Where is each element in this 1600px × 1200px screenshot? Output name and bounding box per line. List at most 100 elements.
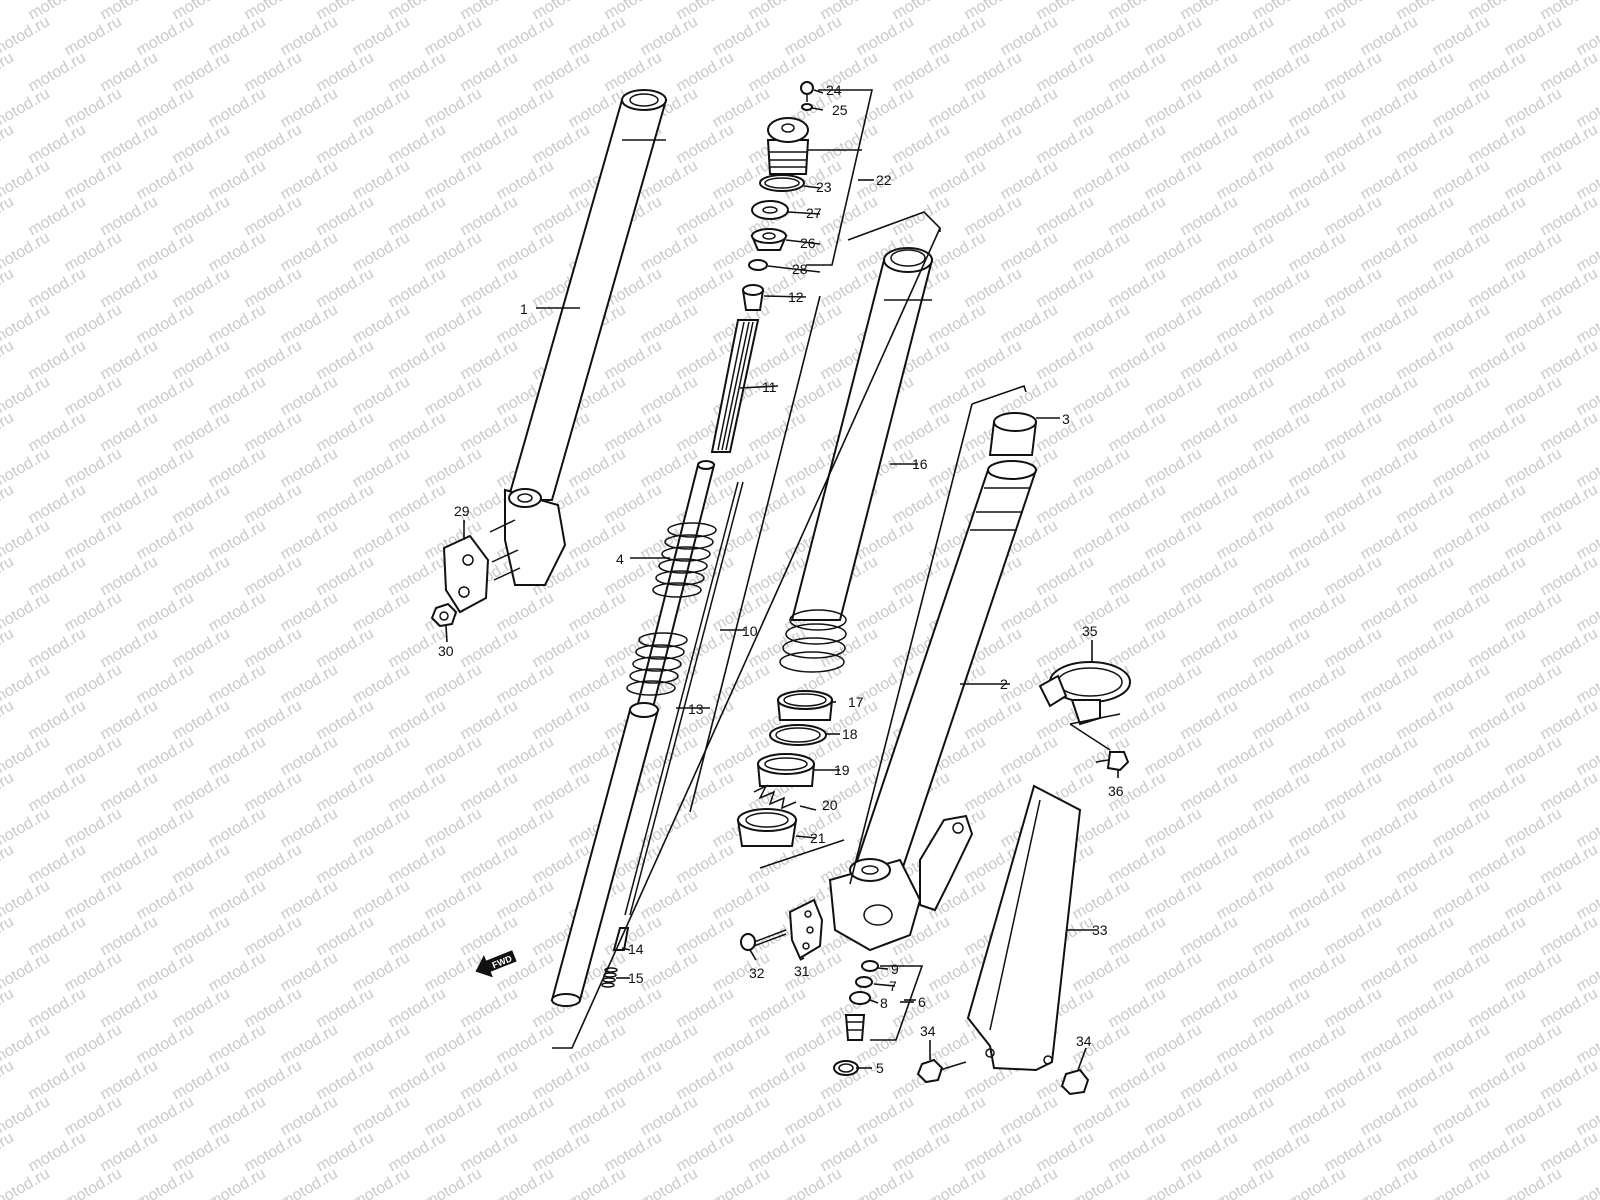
watermark-text: motod.ru: [1070, 1093, 1133, 1139]
watermark-text: motod.ru: [1466, 769, 1529, 815]
watermark-text: motod.ru: [1430, 445, 1493, 491]
watermark-text: motod.ru: [1250, 697, 1313, 743]
watermark-text: motod.ru: [206, 229, 269, 275]
watermark-text: motod.ru: [1502, 661, 1565, 707]
watermark-text: motod.ru: [1034, 121, 1097, 167]
watermark-text: motod.ru: [206, 85, 269, 131]
watermark-text: motod.ru: [782, 949, 845, 995]
watermark-text: motod.ru: [566, 1165, 629, 1200]
watermark-text: motod.ru: [206, 733, 269, 779]
watermark-text: motod.ru: [1538, 193, 1600, 239]
watermark-text: motod.ru: [1250, 193, 1313, 239]
watermark-text: motod.ru: [1142, 661, 1205, 707]
watermark-text: motod.ru: [26, 769, 89, 815]
watermark-text: motod.ru: [1286, 1165, 1349, 1200]
watermark-text: motod.ru: [926, 301, 989, 347]
watermark-text: motod.ru: [386, 553, 449, 599]
watermark-text: motod.ru: [0, 1057, 17, 1103]
watermark-text: motod.ru: [1430, 805, 1493, 851]
part-17-bushing: [776, 690, 834, 721]
watermark-text: motod.ru: [0, 481, 17, 527]
watermark-text: motod.ru: [422, 1093, 485, 1139]
watermark-text: motod.ru: [1394, 841, 1457, 887]
watermark-text: motod.ru: [62, 373, 125, 419]
watermark-text: motod.ru: [386, 49, 449, 95]
watermark-text: motod.ru: [350, 373, 413, 419]
watermark-text: motod.ru: [746, 49, 809, 95]
watermark-text: motod.ru: [854, 589, 917, 635]
watermark-text: motod.ru: [1538, 553, 1600, 599]
watermark-text: motod.ru: [134, 1021, 197, 1067]
watermark-text: motod.ru: [98, 265, 161, 311]
watermark-text: motod.ru: [1502, 157, 1565, 203]
watermark-text: motod.ru: [242, 49, 305, 95]
watermark-text: motod.ru: [386, 985, 449, 1031]
watermark-text: motod.ru: [386, 1129, 449, 1175]
watermark-text: motod.ru: [314, 481, 377, 527]
watermark-text: motod.ru: [1106, 1057, 1169, 1103]
watermark-text: motod.ru: [422, 805, 485, 851]
watermark-text: motod.ru: [242, 697, 305, 743]
watermark-text: motod.ru: [1142, 13, 1205, 59]
watermark-text: motod.ru: [242, 265, 305, 311]
watermark-text: motod.ru: [1502, 1021, 1565, 1067]
callout-8: 8: [880, 995, 888, 1011]
watermark-text: motod.ru: [1394, 697, 1457, 743]
watermark-text: motod.ru: [1358, 229, 1421, 275]
watermark-text: motod.ru: [1250, 409, 1313, 455]
watermark-text: motod.ru: [1538, 49, 1600, 95]
watermark-text: motod.ru: [494, 877, 557, 923]
watermark-text: motod.ru: [98, 769, 161, 815]
watermark-text: motod.ru: [350, 445, 413, 491]
watermark-text: motod.ru: [1178, 121, 1241, 167]
watermark-text: motod.ru: [1322, 913, 1385, 959]
watermark-text: motod.ru: [458, 769, 521, 815]
watermark-text: motod.ru: [458, 193, 521, 239]
watermark-text: motod.ru: [26, 265, 89, 311]
watermark-text: motod.ru: [350, 85, 413, 131]
watermark-text: motod.ru: [1142, 301, 1205, 347]
watermark-text: motod.ru: [818, 1129, 881, 1175]
watermark-text: motod.ru: [1106, 553, 1169, 599]
watermark-text: motod.ru: [1394, 481, 1457, 527]
watermark-text: motod.ru: [1394, 985, 1457, 1031]
watermark-text: motod.ru: [1538, 1129, 1600, 1175]
watermark-text: motod.ru: [1142, 517, 1205, 563]
watermark-text: motod.ru: [1142, 229, 1205, 275]
watermark-text: motod.ru: [494, 1021, 557, 1067]
watermark-text: motod.ru: [1178, 409, 1241, 455]
watermark-text: motod.ru: [170, 913, 233, 959]
watermark-text: motod.ru: [1358, 733, 1421, 779]
watermark-text: motod.ru: [1034, 553, 1097, 599]
watermark-text: motod.ru: [1430, 157, 1493, 203]
watermark-text: motod.ru: [1538, 625, 1600, 671]
callout-13: 13: [688, 701, 704, 717]
callout-25: 25: [832, 102, 848, 118]
watermark-text: motod.ru: [1106, 697, 1169, 743]
watermark-text: motod.ru: [1322, 1129, 1385, 1175]
watermark-text: motod.ru: [278, 661, 341, 707]
watermark-text: motod.ru: [494, 157, 557, 203]
watermark-text: motod.ru: [278, 733, 341, 779]
watermark-text: motod.ru: [926, 85, 989, 131]
watermark-text: motod.ru: [1538, 481, 1600, 527]
callout-11: 11: [762, 379, 777, 395]
watermark-text: motod.ru: [1322, 409, 1385, 455]
watermark-text: motod.ru: [1070, 157, 1133, 203]
watermark-text: motod.ru: [350, 1165, 413, 1200]
watermark-text: motod.ru: [62, 877, 125, 923]
callout-33: 33: [1092, 922, 1108, 938]
watermark-text: motod.ru: [926, 157, 989, 203]
watermark-text: motod.ru: [314, 265, 377, 311]
watermark-text: motod.ru: [602, 1057, 665, 1103]
watermark-text: motod.ru: [530, 769, 593, 815]
watermark-text: motod.ru: [854, 949, 917, 995]
watermark-text: motod.ru: [854, 1165, 917, 1200]
watermark-text: motod.ru: [1106, 481, 1169, 527]
watermark-text: motod.ru: [1286, 13, 1349, 59]
watermark-text: motod.ru: [1322, 337, 1385, 383]
callout-23: 23: [816, 179, 832, 195]
watermark-text: motod.ru: [962, 769, 1025, 815]
watermark-text: motod.ru: [1250, 553, 1313, 599]
